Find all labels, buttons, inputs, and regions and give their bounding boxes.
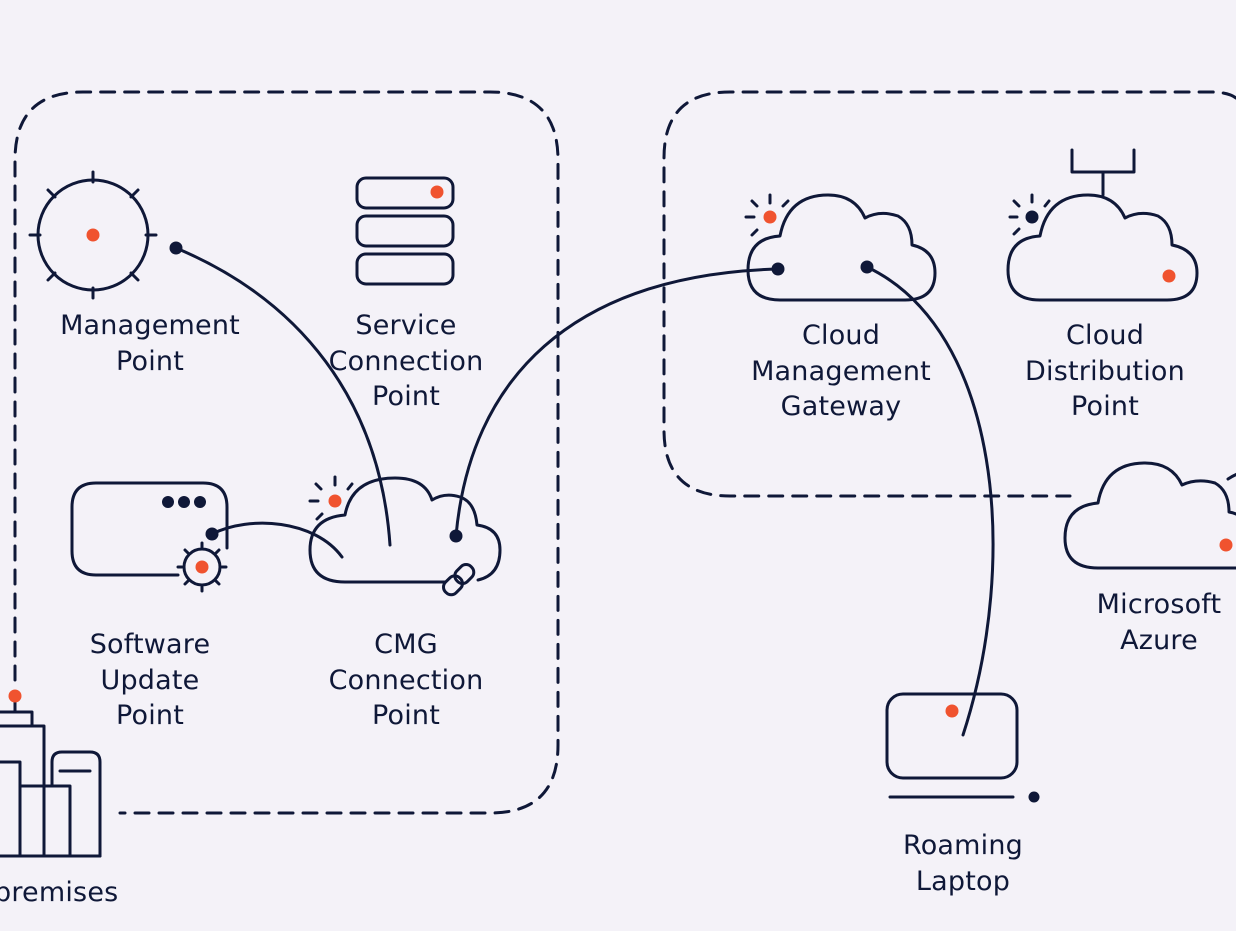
endpoint-dot xyxy=(205,527,219,541)
accent-dot xyxy=(8,689,22,703)
accent-dot xyxy=(328,494,342,508)
endpoint-dot xyxy=(1028,791,1040,803)
accent-dot xyxy=(1162,269,1176,283)
cloud-management-gateway-label: Cloud Management Gateway xyxy=(751,320,931,422)
azure-boundary xyxy=(662,90,1236,498)
cloud-sun-icon xyxy=(744,193,937,302)
update-server-icon xyxy=(70,481,229,593)
connection-update-to-cmg xyxy=(210,521,344,559)
status-dot xyxy=(178,496,190,508)
management-point-gear-icon xyxy=(28,170,158,300)
cloud-distribution-point-label: Cloud Distribution Point xyxy=(1025,320,1185,422)
cmg-connection-point-label: CMG Connection Point xyxy=(328,629,484,731)
software-update-point-label: Software Update Point xyxy=(89,629,211,731)
endpoint-dot xyxy=(169,241,183,255)
connection-management-to-cmg xyxy=(174,246,392,547)
cloud-antenna-icon xyxy=(1006,148,1199,302)
accent-dot xyxy=(763,210,777,224)
endpoint-dot xyxy=(860,260,874,274)
status-dot xyxy=(194,496,206,508)
status-dot xyxy=(162,496,174,508)
endpoint-dot xyxy=(449,529,463,543)
cloud-link-icon xyxy=(308,475,502,597)
office-building-icon xyxy=(0,698,102,858)
management-point-label: Management Point xyxy=(60,310,240,377)
accent-dot xyxy=(430,185,444,199)
on-premises-label: premises xyxy=(0,877,119,908)
service-connection-point-label: Service Connection Point xyxy=(328,310,484,412)
server-stack-icon xyxy=(355,176,455,286)
cloud-icon xyxy=(1063,461,1236,570)
accent-dots xyxy=(8,185,1233,718)
connection-gateway-to-laptop xyxy=(865,265,995,737)
laptop-icon xyxy=(885,692,1019,799)
accent-dot xyxy=(945,704,959,718)
endpoint-dot xyxy=(1025,210,1039,224)
endpoint-dot xyxy=(771,262,785,276)
connection-cmg-to-gateway xyxy=(454,267,780,538)
connection-endpoints xyxy=(162,210,1040,803)
accent-dot xyxy=(1219,538,1233,552)
on-premises-boundary xyxy=(13,90,560,815)
accent-dot xyxy=(86,228,100,242)
microsoft-azure-label: Microsoft Azure xyxy=(1096,589,1222,656)
accent-dot xyxy=(195,560,209,574)
roaming-laptop-label: Roaming Laptop xyxy=(902,830,1024,897)
